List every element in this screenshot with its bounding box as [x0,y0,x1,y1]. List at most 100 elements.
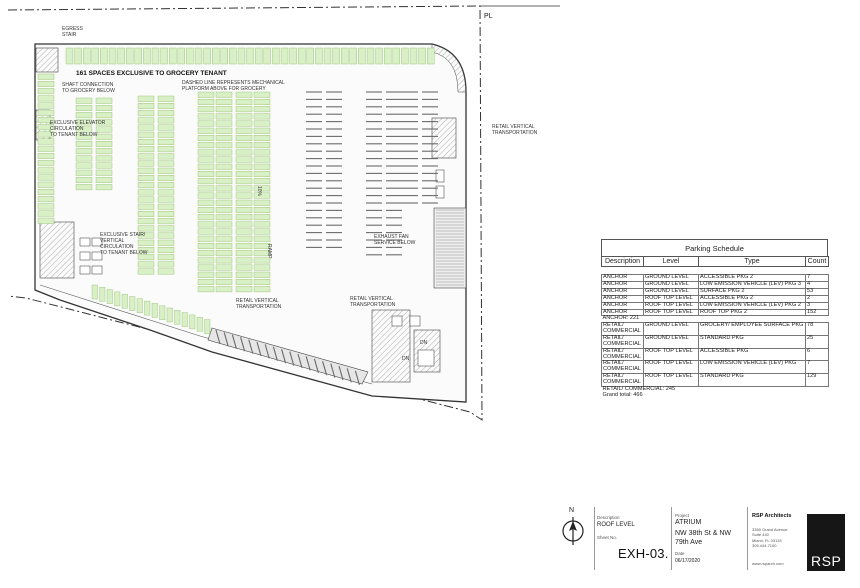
parking-stall-green [37,210,55,217]
parking-stall-green [215,279,233,285]
parking-stall-grey [231,334,237,349]
note-shaft-connection-line: SHAFT CONNECTION [62,82,114,88]
parking-stall-green [197,113,215,120]
parking-stall-green [197,192,215,199]
cell-level: ROOF TOP LEVEL [643,347,699,362]
note-exclusive-stair-line: TO TENANT BELOW [100,250,148,256]
parking-stall-green [253,120,271,127]
parking-stall-green [253,113,271,120]
parking-stall-green [137,167,155,174]
parking-stall-green [215,250,233,257]
parking-stall-green [246,47,254,65]
parking-stall-green [203,47,211,65]
retail-core-right [431,117,457,159]
parking-stall-green [253,206,271,213]
parking-stall-green [74,47,82,65]
parking-stall-green [253,156,271,163]
parking-stall-green [189,314,196,330]
parking-stall-green [137,210,155,217]
parking-stall-green [37,102,55,109]
parking-stall-green [181,312,188,327]
parking-stall-green [197,156,215,163]
parking-stall-green [75,140,93,147]
parking-stall-green [235,106,253,113]
parking-stall-green [215,286,233,293]
parking-stall-green [427,47,435,65]
parking-stall-green [280,47,289,65]
note-exclusive-elevator-line: CIRCULATION [50,126,84,132]
parking-stall-green [137,153,155,160]
parking-stall-green [137,261,155,268]
parking-stall-green [235,206,253,213]
parking-stall-green [157,225,175,232]
parking-stall-grey [289,351,295,366]
project-location-1: NW 38th St & NW [675,530,732,537]
cell-description: RETAIL/ COMMERCIAL [601,347,644,362]
parking-stall-green [166,307,173,323]
parking-stall-green [95,140,113,147]
note-retail-vertical-3-line: RETAIL VERTICAL [492,124,535,130]
note-ramp: RAMP [266,244,272,259]
parking-stall-green [157,167,175,174]
cell-level: ROOF TOP LEVEL [643,373,699,387]
divider [671,507,672,570]
parking-stall-green [409,47,418,65]
parking-stall-green [215,91,233,98]
parking-stall-green [253,163,271,170]
parking-stall-green [197,185,215,192]
description-label: Description [597,515,620,520]
parking-stall-green [137,160,155,167]
cell-level: GROUND LEVEL [643,334,699,349]
header-description: Description [601,255,644,268]
parking-stall-green [157,117,175,124]
cell-type: ROOF TOP PKG 2 [698,308,806,317]
cell-type: GROCERY/ EMPLOYEE SURFACE PKG [698,322,806,336]
parking-stall-green [95,119,113,126]
stair-symbols [79,169,445,367]
note-dn-1: DN [402,356,410,362]
parking-stall-green [186,47,194,65]
note-exhaust-fan-line: SERVICE BELOW [374,240,416,246]
parking-stall-green [75,112,93,119]
parking-stall-green [315,47,323,65]
parking-stall-green [137,232,155,239]
retail-subtotal: RETAIL/ COMMERCIAL: 245 [601,385,829,393]
note-retail-vertical-2-line: RETAIL VERTICAL [350,296,393,302]
parking-stall-green [215,264,233,271]
parking-stall-green [157,95,175,102]
parking-stall-green [197,206,215,213]
cell-type: ACCESSIBLE PKG [698,347,806,362]
cell-count: 7 [805,274,829,283]
parking-stall-green [95,104,113,111]
parking-stall-green [75,97,93,104]
note-dashed-line-line: DASHED LINE REPRESENTS MECHANICAL [182,80,285,86]
parking-stall-green [253,214,271,221]
parking-stall-green [197,235,215,242]
parking-stall-green [235,134,253,141]
parking-stall-green [197,257,215,264]
parking-stall-green [215,163,233,170]
parking-stall-green [253,192,271,199]
parking-stall-green [157,182,175,189]
note-exclusive-stair-line: CIRCULATION [100,244,134,250]
parking-stall-green [197,163,215,170]
parking-stall-green [197,250,215,257]
parking-stall-green [197,264,215,271]
parking-stall-grey [354,370,360,385]
parking-stall-green [37,152,55,159]
cell-count: 3 [805,301,829,310]
cell-count: 78 [805,322,829,336]
parking-stall-green [215,113,233,120]
parking-stall-green [37,73,55,80]
divider [594,507,595,570]
parking-stall-green [137,95,155,102]
project-location-2: 79th Ave [675,539,703,546]
parking-stall-grey [215,329,221,345]
parking-stall-green [75,169,93,176]
firm-address-line: Suite 440 [752,532,769,538]
